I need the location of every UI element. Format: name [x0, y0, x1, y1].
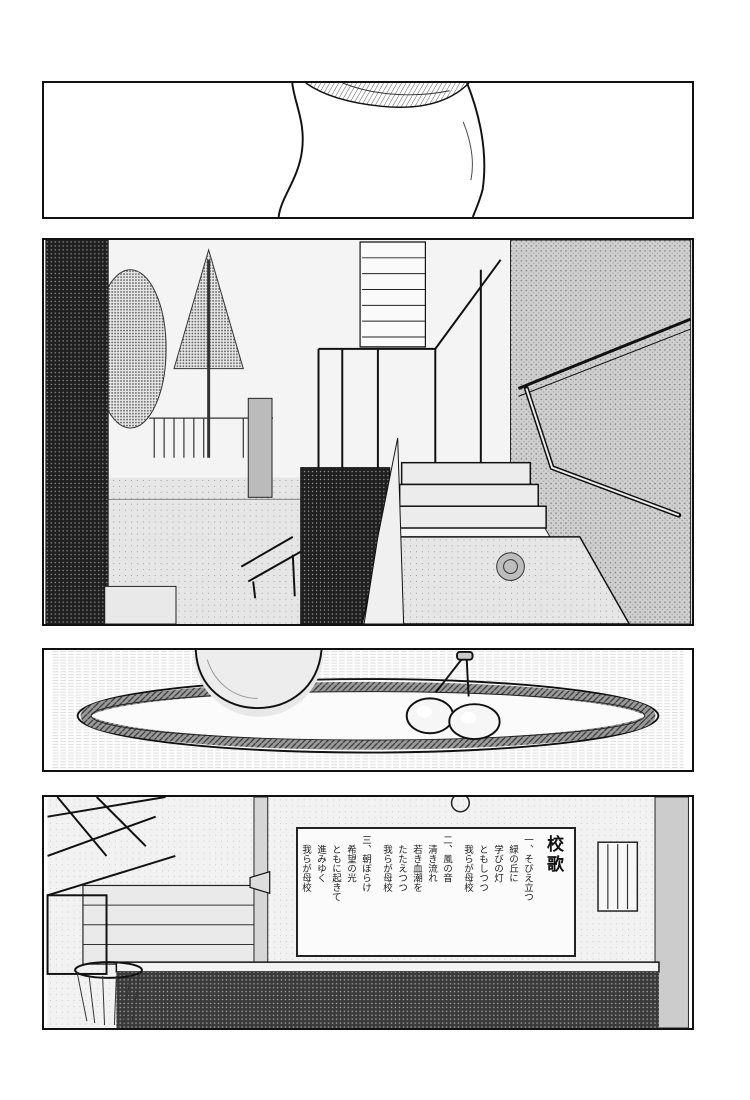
school-song-board: 校歌 一、そびえ立つ 緑の丘に 学びの灯 ともしつつ 我らが母校 二、風の音 清… — [296, 827, 576, 957]
stairway-scene-art — [45, 240, 692, 624]
panel-gym-song-board: 校歌 一、そびえ立つ 緑の丘に 学びの灯 ともしつつ 我らが母校 二、風の音 清… — [42, 795, 694, 1030]
school-song-verse-3: 三、朝ぼらけ 希望の光 ともに起きて 進みゆく 我らが母校 — [300, 835, 371, 902]
school-song-title: 校歌 — [543, 835, 563, 875]
school-song-verse-1: 一、そびえ立つ 緑の丘に 学びの灯 ともしつつ 我らが母校 — [462, 835, 533, 902]
school-song-verse-2: 二、風の音 清き流れ 若き血潮を たたえつつ 我らが母校 — [381, 835, 452, 892]
legs-closeup-art — [277, 83, 486, 217]
panel-legs-closeup — [42, 81, 694, 219]
panel-school-stairway — [42, 238, 694, 626]
panel-gym-ring — [42, 648, 694, 772]
gym-ring-art — [52, 650, 684, 770]
